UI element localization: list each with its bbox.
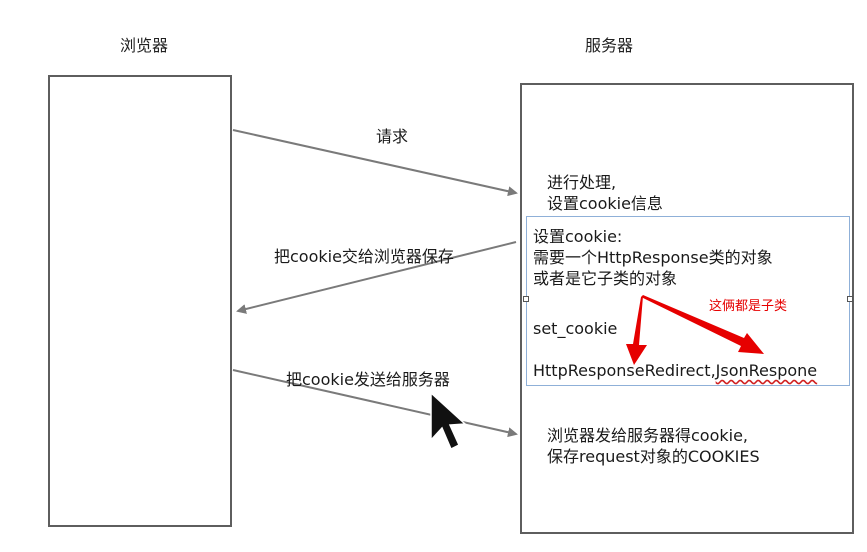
resize-handle-left[interactable]: [523, 296, 529, 302]
browser-title: 浏览器: [120, 36, 169, 55]
subclass-annotation: 这俩都是子类: [709, 299, 788, 314]
processing-note: 进行处理, 设置cookie信息: [547, 172, 663, 214]
received-note-line2: 保存request对象的COOKIES: [547, 447, 760, 466]
browser-box[interactable]: [48, 75, 232, 527]
processing-note-line2: 设置cookie信息: [547, 194, 663, 213]
red-arrow-right: [641, 295, 764, 354]
mouse-cursor-icon: [430, 391, 467, 451]
send-cookie-arrow: [232, 369, 518, 438]
textbox-line3: 或者是它子类的对象: [533, 269, 678, 288]
textbox-line1: 设置cookie:: [533, 227, 623, 246]
server-title: 服务器: [585, 36, 634, 55]
textbox-content[interactable]: 设置cookie: 需要一个HttpResponse类的对象 或者是它子类的对象: [533, 226, 773, 289]
request-label: 请求: [376, 127, 409, 146]
resize-handle-right[interactable]: [847, 296, 853, 302]
received-note-line1: 浏览器发给服务器得cookie,: [547, 426, 749, 445]
set-cookie-text: set_cookie: [533, 319, 618, 338]
processing-note-line1: 进行处理,: [547, 173, 617, 192]
request-arrow: [232, 129, 518, 197]
server-box[interactable]: [520, 83, 854, 534]
redirect-class-name: HttpResponseRedirect,: [533, 361, 716, 380]
json-class-name: JsonRespone: [715, 361, 818, 380]
save-cookie-arrow: [236, 241, 517, 314]
received-note: 浏览器发给服务器得cookie, 保存request对象的COOKIES: [547, 425, 760, 467]
textbox-line2: 需要一个HttpResponse类的对象: [533, 248, 773, 267]
red-arrow-left: [626, 296, 647, 365]
send-cookie-label: 把cookie发送给服务器: [286, 370, 450, 389]
subclasses-text: HttpResponseRedirect,JsonRespone: [533, 361, 817, 380]
save-cookie-label: 把cookie交给浏览器保存: [274, 247, 454, 266]
